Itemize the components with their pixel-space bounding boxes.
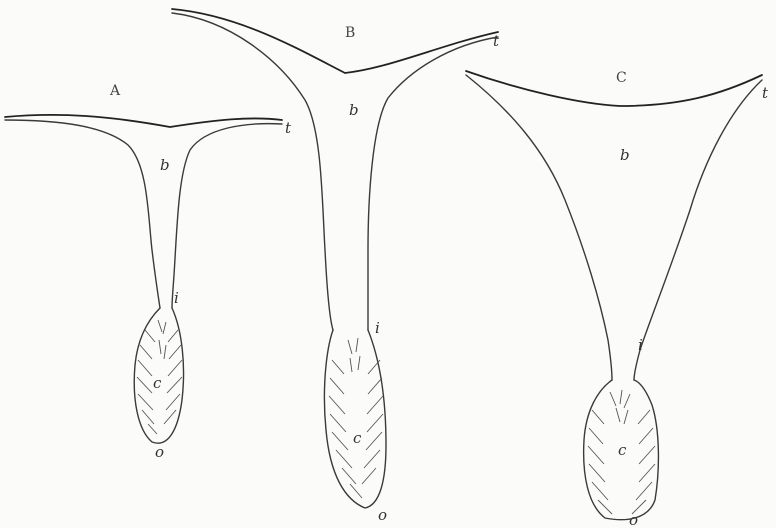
figure-a-label-t: t bbox=[285, 119, 292, 137]
figure-c-label-o: o bbox=[629, 511, 638, 528]
figure-a-caption: A bbox=[109, 83, 121, 99]
figure-c-caption: C bbox=[616, 70, 627, 86]
figure-c-top-line bbox=[466, 71, 762, 106]
figure-a-right-outline bbox=[172, 124, 282, 308]
figure-a-label-b: b bbox=[160, 156, 170, 174]
figure-b-label-o: o bbox=[378, 506, 387, 524]
figure-a-label-c: c bbox=[153, 374, 162, 392]
figure-a: A b t i c o bbox=[5, 83, 292, 461]
figure-b-label-i: i bbox=[375, 319, 380, 337]
figure-c-label-b: b bbox=[620, 146, 630, 164]
figure-b-right-outline bbox=[368, 37, 498, 330]
figure-c-label-c: c bbox=[618, 441, 627, 459]
figure-b-label-c: c bbox=[353, 429, 362, 447]
figure-c-label-t: t bbox=[762, 84, 769, 102]
figure-c-right-outline bbox=[634, 80, 762, 380]
figure-b-label-t: t bbox=[493, 32, 500, 50]
figure-b-left-outline bbox=[172, 13, 333, 330]
figure-b-label-b: b bbox=[349, 101, 359, 119]
figure-b-cervix-hatching bbox=[329, 338, 383, 498]
figure-c-label-i: i bbox=[638, 336, 643, 354]
figure-a-label-o: o bbox=[155, 443, 164, 461]
figure-c: C b t i c o bbox=[466, 70, 769, 528]
figure-a-left-outline bbox=[5, 120, 160, 308]
figure-b-cervix bbox=[324, 330, 386, 508]
figure-b-top-line bbox=[172, 9, 498, 73]
figure-b: B b t i c o bbox=[172, 9, 500, 524]
figure-b-caption: B bbox=[345, 25, 355, 41]
figure-c-left-outline bbox=[466, 75, 612, 380]
figure-a-label-i: i bbox=[174, 289, 179, 307]
